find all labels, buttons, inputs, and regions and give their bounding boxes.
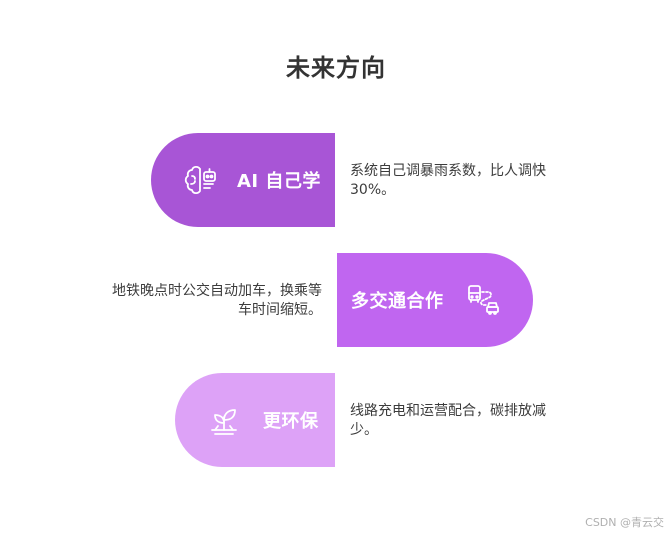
- direction-label: AI 自己学: [237, 171, 321, 192]
- direction-card-eco: 更环保: [175, 373, 335, 467]
- sprout-icon: [203, 399, 245, 441]
- direction-description: 系统自己调暴雨系数，比人调快30%。: [350, 163, 546, 198]
- direction-card-transit: 多交通合作: [337, 253, 533, 347]
- direction-description: 地铁晚点时公交自动加车，换乘等车时间缩短。: [112, 283, 322, 318]
- ai-brain-icon: [179, 159, 221, 201]
- transit-route-icon: [462, 279, 504, 321]
- direction-label: 多交通合作: [351, 291, 444, 312]
- page-title: 未来方向: [286, 54, 386, 82]
- watermark: CSDN @青云交: [585, 516, 664, 529]
- direction-card-ai: AI 自己学: [151, 133, 335, 227]
- direction-label: 更环保: [263, 411, 319, 432]
- direction-description: 线路充电和运营配合，碳排放减少。: [350, 403, 546, 438]
